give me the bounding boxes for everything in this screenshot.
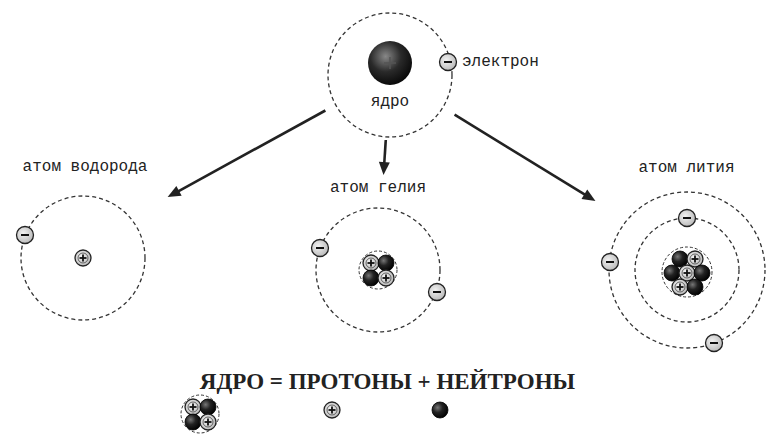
arrow-line	[384, 140, 386, 165]
hydrogen-atom: атом водорода	[5, 155, 165, 330]
part-label: электрон	[462, 52, 539, 72]
lithium-atom: атом лития	[598, 158, 775, 356]
formula-text: ЯДРО = ПРОТОНЫ + НЕЙТРОНЫ	[0, 368, 775, 396]
atom-model: ядро	[328, 13, 452, 137]
arrow-head	[168, 186, 182, 197]
arrow-head	[379, 162, 390, 175]
atom-caption: атом водорода	[5, 157, 165, 177]
arrow-line	[455, 115, 587, 196]
arrow-head	[581, 190, 595, 201]
nucleus-label: ядро	[328, 92, 452, 112]
helium-atom: атом гелия	[298, 178, 458, 341]
atom-caption: атом гелия	[298, 178, 458, 198]
atom-caption: атом лития	[598, 158, 775, 178]
arrow-line	[176, 110, 325, 192]
